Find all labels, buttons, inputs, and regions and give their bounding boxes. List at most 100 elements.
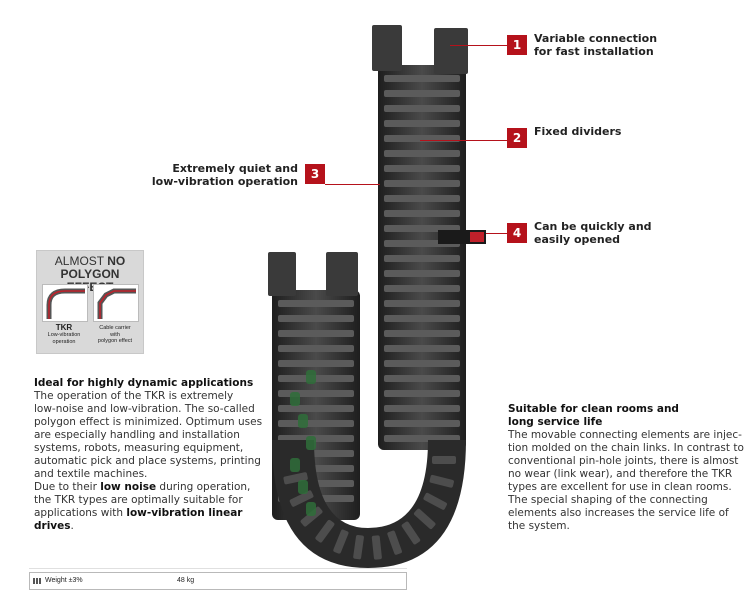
chain-link xyxy=(384,270,460,277)
polygon-effect-badge: ALMOST NO POLYGON EFFECT TKR Low-vibrati… xyxy=(36,250,144,354)
bend-link xyxy=(283,472,308,485)
chain-link xyxy=(278,360,354,367)
right-line: the system. xyxy=(508,520,570,532)
cable-segment xyxy=(306,502,316,516)
chain-link xyxy=(384,360,460,367)
cable-segment xyxy=(290,392,300,406)
badge-tkr-sub1: Low-vibration xyxy=(47,332,81,338)
left-line: applications with low-vibration linear xyxy=(34,507,274,520)
chain-link xyxy=(384,405,460,412)
chain-link xyxy=(278,330,354,337)
right-line: The movable connecting elements are inje… xyxy=(508,429,742,441)
right-line: The special shaping of the connecting xyxy=(508,494,708,506)
left-line: automatic pick and place systems, printi… xyxy=(34,455,261,467)
callout-4-leader xyxy=(486,233,507,234)
clean-rooms-heading-line1: Suitable for clean rooms and xyxy=(508,403,679,415)
callout-2-text: Fixed dividers xyxy=(534,125,621,138)
cable-segment xyxy=(298,414,308,428)
chain-link xyxy=(384,210,460,217)
left-line: The operation of the TKR is extremely xyxy=(34,390,234,402)
chain-link xyxy=(384,105,460,112)
chain-link xyxy=(384,330,460,337)
left-text: . xyxy=(70,520,74,532)
bend-link xyxy=(353,534,364,560)
bend-link xyxy=(300,506,323,527)
callout-3-text: Extremely quiet and low-vibration operat… xyxy=(150,162,298,188)
right-line: tion molded on the chain links. In contr… xyxy=(508,442,744,454)
bend-link xyxy=(315,519,335,543)
left-line: Due to their low noise during operation, xyxy=(34,481,274,494)
chain-link xyxy=(278,420,354,427)
chain-link xyxy=(384,150,460,157)
callout-1-leader xyxy=(450,45,507,46)
left-text: Due to their xyxy=(34,481,101,493)
cable-segment xyxy=(306,436,316,450)
callout-1-text: Variable connection for fast installatio… xyxy=(534,32,657,58)
clean-rooms-section: Suitable for clean rooms and long servic… xyxy=(508,403,748,533)
callout-2-line1: Fixed dividers xyxy=(534,125,622,138)
weight-value: 48 kg xyxy=(177,577,195,584)
badge-polygon-line1: Cable carrier xyxy=(99,325,131,331)
chain-link xyxy=(384,120,460,127)
badge-no: NO xyxy=(107,254,126,268)
chain-link xyxy=(384,300,460,307)
badge-tkr-sub2: operation xyxy=(52,338,76,345)
clean-rooms-heading-line2: long service life xyxy=(508,416,603,428)
left-line: drives. xyxy=(34,520,274,533)
bend-link xyxy=(371,535,382,560)
chain-link xyxy=(384,375,460,382)
chain-link xyxy=(278,405,354,412)
weight-icon xyxy=(33,578,42,584)
callout-4-number: 4 xyxy=(507,223,527,243)
chain-link xyxy=(278,345,354,352)
callout-2-leader xyxy=(420,140,507,141)
chain-link xyxy=(384,285,460,292)
bend-link xyxy=(289,490,314,507)
right-line: conventional pin-hole joints, there is a… xyxy=(508,455,739,467)
bend-link xyxy=(401,521,421,545)
left-line: low-noise and low-vibration. The so-call… xyxy=(34,403,255,415)
weight-row: Weight ±3% 48 kg xyxy=(29,572,407,590)
chain-link xyxy=(278,315,354,322)
left-line: systems, robots, measuring equipment, xyxy=(34,442,244,454)
chain-link xyxy=(384,165,460,172)
callout-2-number: 2 xyxy=(507,128,527,148)
chain-link xyxy=(384,390,460,397)
callout-3-line2: low-vibration operation xyxy=(151,175,298,188)
badge-tkr-caption: TKR Low-vibration operation xyxy=(42,323,86,345)
cable-segment xyxy=(306,370,316,384)
bend-link xyxy=(423,492,447,510)
smooth-arc-icon xyxy=(46,288,85,319)
chain-link xyxy=(384,255,460,262)
callout-4-text: Can be quickly and easily opened xyxy=(534,220,652,246)
badge-polygon-box xyxy=(93,284,139,322)
right-line: types are excellent for use in clean roo… xyxy=(508,481,732,493)
bend-link xyxy=(333,529,349,554)
right-line: no wear (link wear), and therefore the T… xyxy=(508,468,733,480)
callout-4-line1: Can be quickly and xyxy=(534,220,652,233)
chain-link xyxy=(384,420,460,427)
polygon-arc-icon xyxy=(97,288,136,319)
left-text: during operation, xyxy=(156,481,251,493)
badge-almost: ALMOST xyxy=(54,254,104,268)
left-bold: low-vibration linear xyxy=(126,507,243,519)
bend-link xyxy=(432,456,456,464)
left-line: are especially handling and installation xyxy=(34,429,240,441)
left-text: applications with xyxy=(34,507,127,519)
right-line: elements also increases the service life… xyxy=(508,507,729,519)
chain-link xyxy=(384,315,460,322)
cable-segment xyxy=(290,458,300,472)
chain-link xyxy=(384,195,460,202)
callout-3-leader xyxy=(325,184,380,185)
chain-link xyxy=(384,75,460,82)
callout-3-number: 3 xyxy=(305,164,325,184)
chain-link xyxy=(278,300,354,307)
bend-link xyxy=(429,474,454,488)
callout-1-number: 1 xyxy=(507,35,527,55)
badge-polygon-line2: with xyxy=(110,331,120,338)
callout-1-line1: Variable connection xyxy=(534,32,658,45)
callout-1-line2: for fast installation xyxy=(534,45,654,58)
chain-link xyxy=(278,390,354,397)
dynamic-applications-section: Ideal for highly dynamic applications Th… xyxy=(34,377,274,533)
left-line: and textile machines. xyxy=(34,468,148,480)
